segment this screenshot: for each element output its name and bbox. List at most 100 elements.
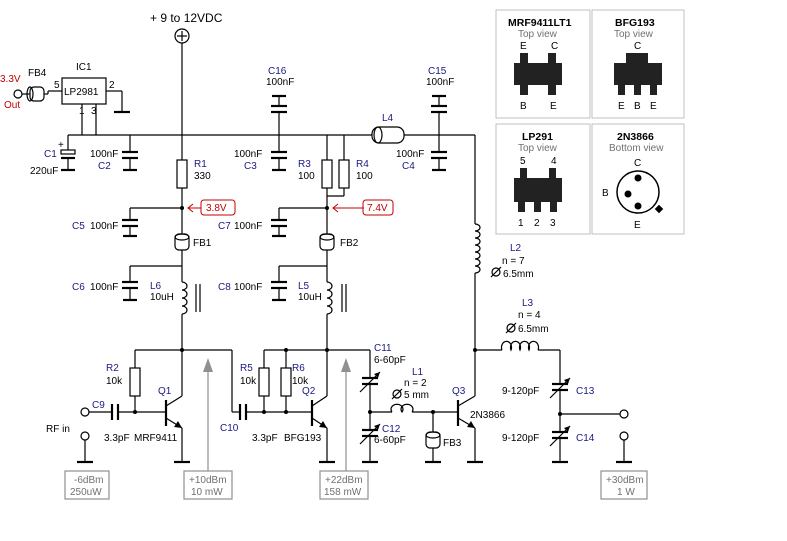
level-3-dbm: +22dBm: [325, 475, 363, 486]
pkg4-pin-c: C: [634, 158, 641, 169]
level-probe-4: +30dBm 1 W: [600, 470, 648, 500]
package-bfg193: BFG193 Top view C E B E: [591, 9, 685, 119]
c7-value: 100nF: [234, 221, 262, 232]
pkg2-title: BFG193: [615, 17, 655, 29]
capacitor-c1: + C1 220uF: [30, 135, 76, 177]
fb4-label: FB4: [28, 68, 47, 79]
c9-value: 3.3pF: [104, 433, 130, 444]
q3-ref: Q3: [452, 386, 466, 397]
pkg3-pin-1: 1: [518, 218, 524, 229]
l3-ref: L3: [522, 298, 534, 309]
pkg3-body: [514, 178, 562, 202]
c1-value: 220uF: [30, 166, 58, 177]
c3-value: 100nF: [234, 149, 262, 160]
inductor-l2: [474, 223, 481, 274]
package-lp291: LP291 Top view 5 4 1 2 3: [495, 123, 591, 235]
l6-value: 10uH: [150, 292, 174, 303]
r1-value: 330: [194, 171, 211, 182]
pkg4-can: [616, 170, 660, 214]
pkg4-pin-e: E: [634, 220, 641, 231]
output-voltage: 3.3V: [0, 74, 21, 85]
test-point-2: 7.4V: [325, 199, 394, 216]
pkg3-pin-2: 2: [534, 218, 540, 229]
ic1-part: LP2981: [64, 87, 99, 98]
package-2n3866: 2N3866 Bottom view C B E: [591, 123, 685, 235]
c1-ref: C1: [44, 149, 57, 160]
pkg1-pin-b: B: [520, 101, 527, 112]
inductor-l3: [500, 340, 540, 352]
c3-ref: C3: [244, 161, 257, 172]
r5-ref: R5: [240, 363, 253, 374]
resistor-r6: [280, 367, 292, 397]
capacitor-c16: C16 100nF: [266, 66, 294, 135]
ferrite-l4: L4: [371, 113, 405, 144]
l5-value: 10uH: [298, 292, 322, 303]
l1-turns: n = 2: [404, 378, 427, 389]
c16-ref: C16: [268, 66, 287, 77]
l2-dia: 6.5mm: [503, 269, 534, 280]
ic1-regulator: IC1 LP2981 5 1 3 2: [48, 62, 130, 135]
output-out-label: Out: [4, 100, 20, 111]
capacitor-c5: C5 100nF: [72, 207, 182, 238]
ic1-pin2: 2: [109, 80, 115, 91]
r3-ref: R3: [298, 159, 311, 170]
level-probe-2: +10dBm 10 mW: [183, 358, 233, 500]
pkg2-pin-b: B: [634, 101, 641, 112]
c9-ref: C9: [92, 400, 105, 411]
r4-ref: R4: [356, 159, 369, 170]
level-probe-3: +22dBm 158 mW: [319, 358, 369, 500]
c14-ref: C14: [576, 433, 595, 444]
resistor-r1: R1 330: [176, 159, 211, 208]
tp2-voltage: 7.4V: [367, 203, 388, 214]
l3-turns: n = 4: [518, 310, 541, 321]
fb2-label: FB2: [340, 238, 359, 249]
c15-ref: C15: [428, 66, 447, 77]
level-probe-1: -6dBm 250uW: [64, 470, 110, 500]
pkg4-title: 2N3866: [617, 131, 654, 143]
ferrite-bead-fb1: FB1: [174, 208, 212, 266]
fb3-label: FB3: [443, 438, 462, 449]
stage-3: Q3 2N3866 L2 n = 7 6.5mm L3 n = 4 6.5mm …: [452, 135, 632, 464]
level-1-dbm: -6dBm: [74, 475, 103, 486]
pkg4-view: Bottom view: [609, 143, 664, 154]
r2-ref: R2: [106, 363, 119, 374]
l1-ref: L1: [412, 367, 424, 378]
level-1-power: 250uW: [70, 487, 102, 498]
output-terminal: [13, 89, 23, 99]
rf-in-terminal[interactable]: [80, 407, 90, 417]
svg-text:+: +: [58, 140, 64, 151]
q3-part: 2N3866: [470, 410, 505, 421]
c10-ref: C10: [220, 423, 239, 434]
ic1-pin3: 3: [91, 106, 97, 117]
q2-part: BFG193: [284, 433, 322, 444]
level-4-dbm: +30dBm: [606, 475, 644, 486]
l6-ref: L6: [150, 281, 162, 292]
pkg1-view: Top view: [518, 29, 558, 40]
stage-1: R2 10k RF in C9 3.3pF Q1 MRF9411 C10 3.3…: [46, 348, 278, 464]
l2-ref: L2: [510, 243, 522, 254]
c5-ref: C5: [72, 221, 85, 232]
c13-value: 9-120pF: [502, 386, 539, 397]
pkg1-pin-c: C: [551, 41, 558, 52]
capacitor-c6: C6 100nF: [72, 265, 182, 302]
resistor-r4: R4 100: [327, 135, 373, 197]
pkg2-body: [614, 63, 662, 85]
c2-ref: C2: [98, 161, 111, 172]
inductor-l1: L1 n = 2 5 mm: [390, 367, 458, 414]
l3-dia: 6.5mm: [518, 324, 549, 335]
rf-in-label: RF in: [46, 424, 70, 435]
l4-label: L4: [382, 113, 394, 124]
pkg1-body: [514, 63, 562, 85]
capacitor-c3: 100nF C3: [234, 135, 287, 172]
rf-out-terminal[interactable]: [619, 409, 629, 419]
r4-value: 100: [356, 171, 373, 182]
l5-ref: L5: [298, 281, 310, 292]
pkg3-pin-3: 3: [550, 218, 556, 229]
pkg2-pin-e1: E: [618, 101, 625, 112]
c6-value: 100nF: [90, 282, 118, 293]
c14-value: 9-120pF: [502, 433, 539, 444]
c11-ref: C11: [374, 343, 392, 354]
stage-2: R5 10k R6 10k Q2 BFG193 C11 6-60pF: [240, 343, 406, 464]
level-3-power: 158 mW: [324, 487, 362, 498]
c16-value: 100nF: [266, 77, 294, 88]
